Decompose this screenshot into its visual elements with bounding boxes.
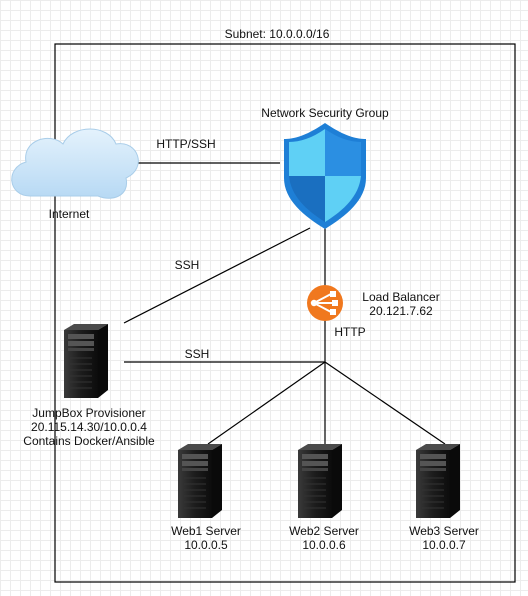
web3-name: Web3 Server [409,524,479,538]
subnet-label: Subnet: 10.0.0.0/16 [224,27,330,41]
web3-label: Web3 Server 10.0.0.7 [402,524,486,552]
jumpbox-note: Contains Docker/Ansible [23,434,155,448]
web1-ip: 10.0.0.5 [184,538,228,552]
cloud-icon [11,128,139,199]
edge-nsg-jumpbox [123,227,311,324]
load-balancer-name: Load Balancer [362,290,440,304]
internet-label: Internet [48,207,90,221]
web1-server-icon [177,443,223,519]
web2-label: Web2 Server 10.0.0.6 [282,524,366,552]
jumpbox-server-icon [63,323,109,399]
nsg-label: Network Security Group [261,106,389,120]
web2-name: Web2 Server [289,524,359,538]
edge-label-ssh-lower: SSH [184,347,210,361]
load-balancer-label: Load Balancer 20.121.7.62 [356,290,446,318]
shield-icon [284,123,366,229]
load-balancer-ip: 20.121.7.62 [369,304,433,318]
edge-label-http: HTTP [334,325,366,339]
edge-label-http-ssh: HTTP/SSH [156,137,216,151]
connector-lines [123,162,446,445]
web2-ip: 10.0.0.6 [302,538,346,552]
web3-ip: 10.0.0.7 [422,538,466,552]
subnet-boundary [54,43,516,583]
edge-hub-web3 [324,361,446,445]
edge-label-ssh-upper: SSH [174,258,200,272]
web1-name: Web1 Server [171,524,241,538]
web2-server-icon [297,443,343,519]
web3-server-icon [415,443,461,519]
load-balancer-icon [307,285,343,321]
jumpbox-label: JumpBox Provisioner 20.115.14.30/10.0.0.… [14,406,164,448]
web1-label: Web1 Server 10.0.0.5 [164,524,248,552]
jumpbox-ip: 20.115.14.30/10.0.0.4 [31,420,147,434]
jumpbox-name: JumpBox Provisioner [32,406,146,420]
edge-hub-web1 [207,361,326,445]
